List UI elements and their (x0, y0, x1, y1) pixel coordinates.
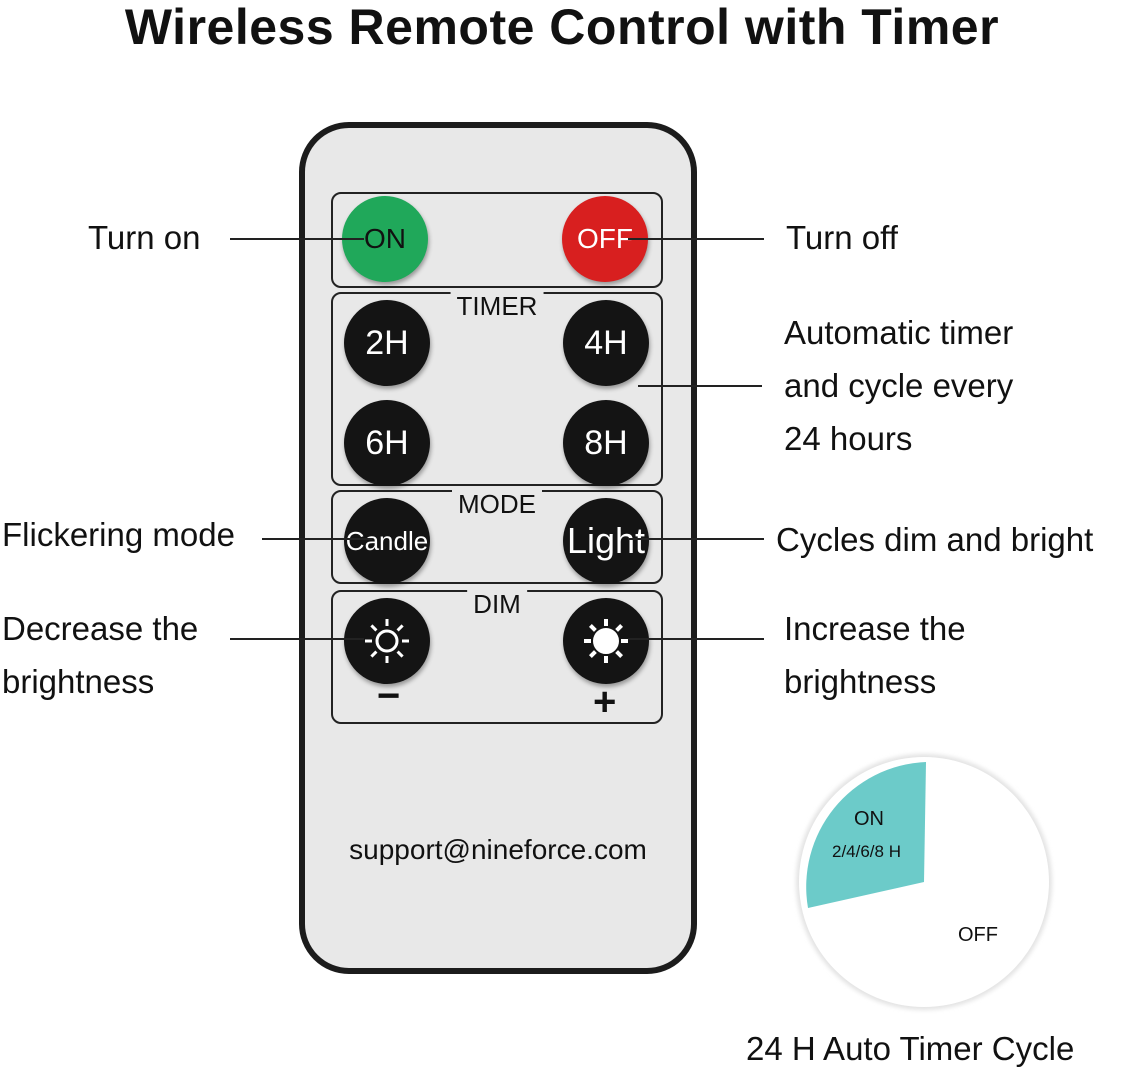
timer-6h-button[interactable]: 6H (344, 400, 430, 486)
timer-4h-button[interactable]: 4H (563, 300, 649, 386)
flickering-mode-label: Flickering mode (2, 516, 235, 553)
decrease-brightness-label: Decrease the brightness (2, 602, 198, 708)
sun-outline-icon (365, 619, 409, 663)
cycles-dim-bright-label: Cycles dim and bright (776, 521, 1094, 558)
turn-on-leader-line (230, 238, 364, 240)
sun-solid-icon (584, 619, 628, 663)
increase-leader-line (628, 638, 764, 640)
increase-brightness-button[interactable] (563, 598, 649, 684)
light-mode-button[interactable]: Light (563, 498, 649, 584)
cycles-leader-line (628, 538, 764, 540)
timer-2h-button[interactable]: 2H (344, 300, 430, 386)
timer-cycle-diagram: ON 2/4/6/8 H OFF (792, 750, 1056, 1014)
page-title: Wireless Remote Control with Timer (124, 0, 1000, 55)
cycle-caption: 24 H Auto Timer Cycle (746, 1030, 1075, 1067)
timer-description: Automatic timer and cycle every 24 hours (784, 306, 1013, 465)
candle-mode-button[interactable]: Candle (344, 498, 430, 584)
support-email: support@nineforce.com (349, 834, 647, 865)
decrease-brightness-button[interactable] (344, 598, 430, 684)
cycle-on-label: ON (854, 808, 884, 830)
remote-control: ON OFF TIMER 2H 4H 6H 8H MODE Candle Lig… (299, 122, 697, 974)
cycle-pie (796, 754, 1052, 1010)
timer-description-line-1: Automatic timer (784, 314, 1014, 351)
minus-sign: − (377, 674, 401, 718)
power-panel (331, 192, 663, 288)
timer-description-line-2: and cycle every (784, 367, 1014, 404)
increase-label-line-2: brightness (784, 663, 937, 700)
mode-section-label: MODE (452, 490, 542, 518)
increase-label-line-1: Increase the (784, 610, 966, 647)
dim-section-label: DIM (467, 590, 527, 618)
timer-leader-line (638, 385, 762, 387)
cycle-on-hours: 2/4/6/8 H (832, 842, 901, 861)
decrease-label-line-1: Decrease the (2, 610, 199, 647)
turn-on-label: Turn on (88, 219, 201, 256)
increase-brightness-label: Increase the brightness (784, 602, 966, 708)
timer-description-line-3: 24 hours (784, 420, 913, 457)
cycle-off-label: OFF (958, 924, 998, 946)
decrease-label-line-2: brightness (2, 663, 155, 700)
decrease-leader-line (230, 638, 364, 640)
timer-section-label: TIMER (450, 292, 544, 320)
plus-sign: + (593, 680, 617, 724)
turn-off-label: Turn off (786, 219, 898, 256)
flickering-leader-line (262, 538, 372, 540)
turn-off-leader-line (628, 238, 764, 240)
timer-8h-button[interactable]: 8H (563, 400, 649, 486)
cycle-on-segment (806, 762, 926, 908)
